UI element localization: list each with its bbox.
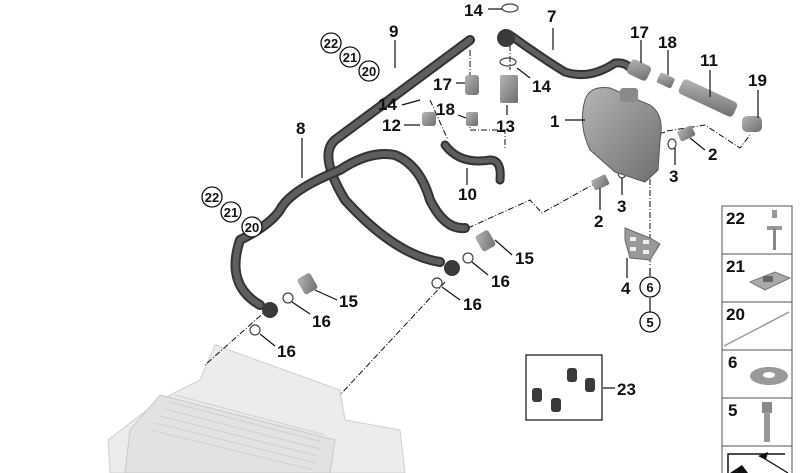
- legend-item-21[interactable]: 21: [721, 253, 793, 303]
- seal-ring: [462, 252, 474, 264]
- legend-item-nav[interactable]: [721, 445, 793, 473]
- unit-1[interactable]: [581, 87, 662, 183]
- callout-8: 8: [296, 119, 305, 138]
- circled-callout-21: 21: [224, 205, 238, 220]
- callout-14: 14: [464, 1, 483, 20]
- callout-7: 7: [547, 7, 556, 26]
- callout-19: 19: [748, 71, 767, 90]
- callout-12: 12: [382, 116, 401, 135]
- callout-3: 3: [669, 167, 678, 186]
- rubber-mount: [567, 368, 577, 382]
- hose-7: [505, 30, 635, 79]
- svg-text:20: 20: [726, 305, 745, 324]
- svg-text:6: 6: [728, 353, 737, 372]
- circled-callout-22: 22: [205, 190, 219, 205]
- rubber-mount: [532, 388, 542, 402]
- callout-14: 14: [532, 77, 551, 96]
- legend-item-5[interactable]: 5: [721, 397, 793, 447]
- fitting-15b: [475, 230, 496, 252]
- callout-15: 15: [515, 249, 534, 268]
- legend-item-22[interactable]: 22: [721, 205, 793, 255]
- cable-tie-mount-icon: [748, 271, 792, 291]
- circled-callout-5: 5: [646, 315, 653, 330]
- fitting-12: [422, 112, 436, 126]
- callout-3: 3: [617, 197, 626, 216]
- callout-leaders: [259, 8, 759, 389]
- washer-icon: [750, 367, 788, 385]
- callout-10: 10: [458, 185, 477, 204]
- fitting-2a: [677, 125, 696, 142]
- blind-rivet-icon: [767, 210, 782, 250]
- svg-text:5: 5: [728, 401, 737, 420]
- svg-text:21: 21: [726, 257, 745, 276]
- fitting-17b: [626, 59, 652, 81]
- circled-callout-6: 6: [646, 280, 653, 295]
- seal-ring: [667, 138, 677, 150]
- circled-callout-20: 20: [362, 64, 376, 79]
- banjo-fitting: [262, 302, 278, 318]
- seal-ring: [282, 292, 294, 304]
- seal-ring: [431, 277, 443, 289]
- svg-text:22: 22: [726, 209, 745, 228]
- circled-callout-22: 22: [324, 36, 338, 51]
- seal-ring: [249, 324, 261, 336]
- callout-9: 9: [389, 22, 398, 41]
- callout-17: 17: [630, 23, 649, 42]
- callout-18: 18: [658, 33, 677, 52]
- callout-16: 16: [463, 295, 482, 314]
- callout-15: 15: [339, 292, 358, 311]
- callout-13: 13: [496, 117, 515, 136]
- cable-tie-icon: [723, 311, 790, 347]
- callout-11: 11: [700, 51, 718, 70]
- legend-panel: 22 21 20 6 5: [721, 205, 793, 473]
- fitting-18b: [656, 72, 675, 89]
- callout-16: 16: [312, 312, 331, 331]
- callout-23: 23: [617, 380, 636, 399]
- fitting-15a: [297, 273, 318, 295]
- banjo-fitting: [497, 29, 515, 47]
- bracket-4[interactable]: [624, 227, 661, 261]
- oil-cooler[interactable]: [107, 344, 406, 473]
- rubber-mount: [551, 398, 561, 412]
- circled-callout-21: 21: [343, 50, 357, 65]
- seal-ring: [499, 57, 517, 67]
- legend-item-6[interactable]: 6: [721, 349, 793, 399]
- circled-callout-20: 20: [245, 220, 259, 235]
- callout-4: 4: [621, 279, 631, 298]
- hose-8: [230, 149, 470, 310]
- fitting-2b: [591, 174, 610, 191]
- callout-16: 16: [277, 342, 296, 361]
- banjo-fitting: [444, 260, 460, 276]
- sleeve-13: [500, 75, 518, 103]
- rubber-mount: [585, 378, 595, 392]
- elbow-19: [742, 116, 762, 132]
- callout-18: 18: [436, 100, 455, 119]
- fitting-18: [466, 112, 478, 126]
- callout-labels: 14 7 9 14 17 14 12 18 13 17 18 11 19 1 2…: [277, 1, 767, 399]
- part-23-box[interactable]: [525, 354, 603, 421]
- callout-2: 2: [594, 212, 603, 231]
- callout-17: 17: [433, 75, 452, 94]
- circled-callouts: 22 21 20 22 21 20 6 5: [201, 32, 661, 333]
- legend-item-20[interactable]: 20: [721, 301, 793, 351]
- callout-1: 1: [550, 112, 559, 131]
- callout-16: 16: [491, 272, 510, 291]
- callout-2: 2: [708, 145, 717, 164]
- callout-14: 14: [378, 95, 397, 114]
- fitting-17: [465, 75, 479, 95]
- hoses: [230, 30, 635, 310]
- socket-head-screw-icon: [762, 402, 772, 442]
- seal-ring: [501, 3, 519, 13]
- fittings: [249, 3, 762, 336]
- filter-11: [678, 79, 738, 117]
